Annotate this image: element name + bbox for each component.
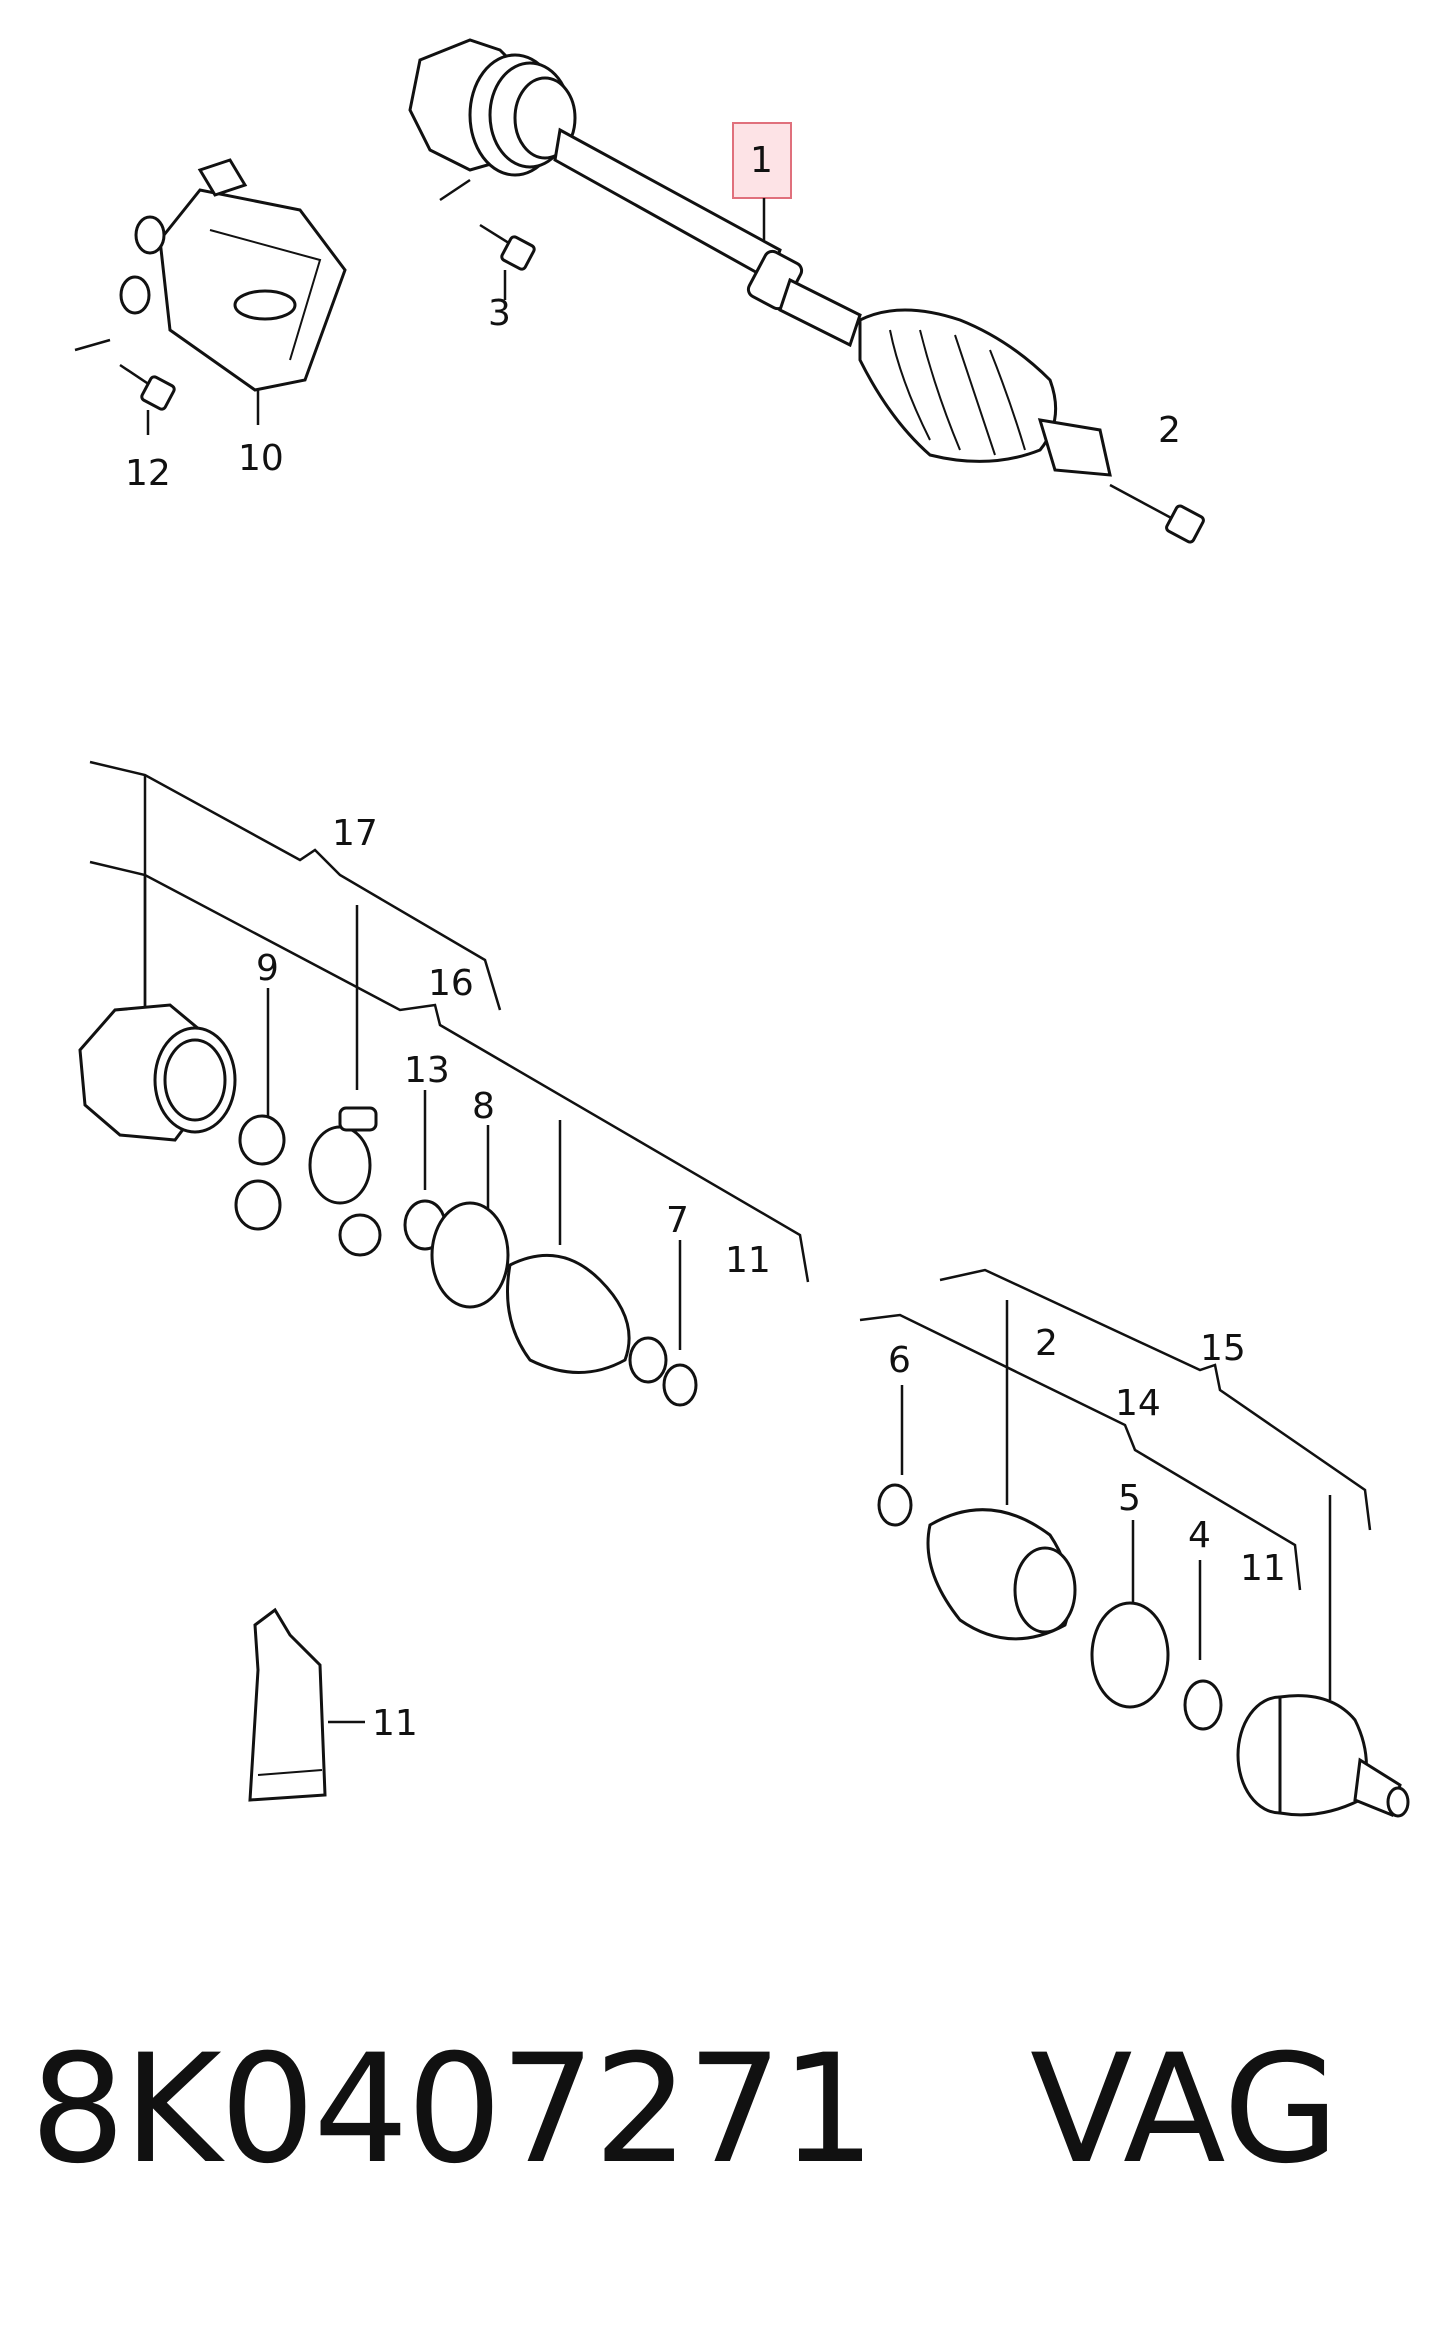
outer-joint-leader-lines [859,1268,1372,1700]
outer-cv-joint [1236,1694,1410,1818]
callout-6: 6 [888,1340,911,1381]
callout-14: 14 [1115,1383,1161,1424]
grease-tube [248,1607,365,1802]
callout-13: 13 [404,1050,450,1091]
bolt-3 [439,178,536,300]
clamp-6 [877,1483,913,1527]
clamp-7 [662,1363,698,1407]
callout-15: 15 [1200,1328,1246,1369]
callout-9: 9 [256,948,279,989]
callout-11-c: 11 [372,1703,418,1744]
tripod-spider [234,1106,382,1257]
bolt-12 [74,338,176,435]
callout-1: 1 [750,140,773,181]
callout-2-b: 2 [1035,1323,1058,1364]
outer-boot [926,1508,1077,1641]
clamp-8 [430,1201,510,1309]
callout-4: 4 [1188,1515,1211,1556]
callout-3: 3 [488,293,511,334]
callout-10: 10 [238,438,284,479]
inner-boot [506,1253,668,1384]
callout-2: 2 [1158,410,1181,451]
brand-name: VAG [1030,2023,1340,2197]
callout-12: 12 [125,453,171,494]
callout-16: 16 [428,963,474,1004]
clamp-5 [1090,1601,1170,1709]
joint-housing [78,1003,237,1142]
inner-joint-leader-lines [89,760,810,1350]
callout-1-highlight [732,122,792,199]
circlip-9 [238,1114,286,1166]
drive-shaft-assembly [408,38,1205,544]
heat-shield-10 [119,158,347,425]
callout-8: 8 [472,1086,495,1127]
part-number: 8K0407271 [30,2023,876,2197]
circlip-4 [1183,1679,1223,1731]
callout-17: 17 [332,813,378,854]
callout-11-b: 11 [1240,1548,1286,1589]
callout-5: 5 [1118,1478,1141,1519]
callout-11-a: 11 [725,1240,771,1281]
callout-7: 7 [666,1200,689,1241]
